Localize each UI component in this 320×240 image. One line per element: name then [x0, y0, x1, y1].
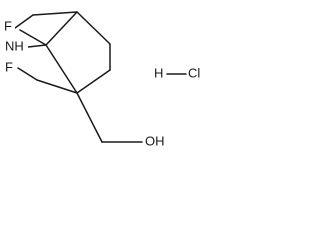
bond-bridgehead-top-to-c-bridge [45, 11, 78, 46]
bond-bridgehead-top-to-c-right-upper [76, 11, 111, 45]
hydroxyl-label: OH [145, 133, 165, 148]
bond-c-bridge-to-amine [27, 44, 47, 48]
bond-c-right-lower-to-bridgehead-bottom [76, 69, 111, 94]
atom-labels: F NH F OH H Cl [3, 18, 200, 148]
bond-bridgehead-bottom-to-ch2 [76, 92, 103, 143]
amine-label: NH [5, 38, 24, 53]
fluorine-top-label: F [4, 18, 12, 33]
bond-c-lower-left-to-bridgehead-bottom [36, 79, 78, 94]
bond-f-top-to-c-upper-left [14, 14, 34, 29]
hydrogen-label: H [154, 65, 163, 80]
bond-c-bridge-to-f-top [19, 29, 47, 46]
skeleton-bonds [14, 11, 143, 143]
fluorine-bottom-label: F [5, 59, 13, 74]
chlorine-label: Cl [188, 65, 200, 80]
bond-c-bridge-to-bridgehead-bottom [45, 44, 78, 94]
chemical-structure: F NH F OH H Cl [3, 11, 200, 148]
bond-c-upper-left-to-bridgehead-top [32, 11, 78, 16]
bond-f-bottom-to-c-lower-left [17, 67, 38, 81]
